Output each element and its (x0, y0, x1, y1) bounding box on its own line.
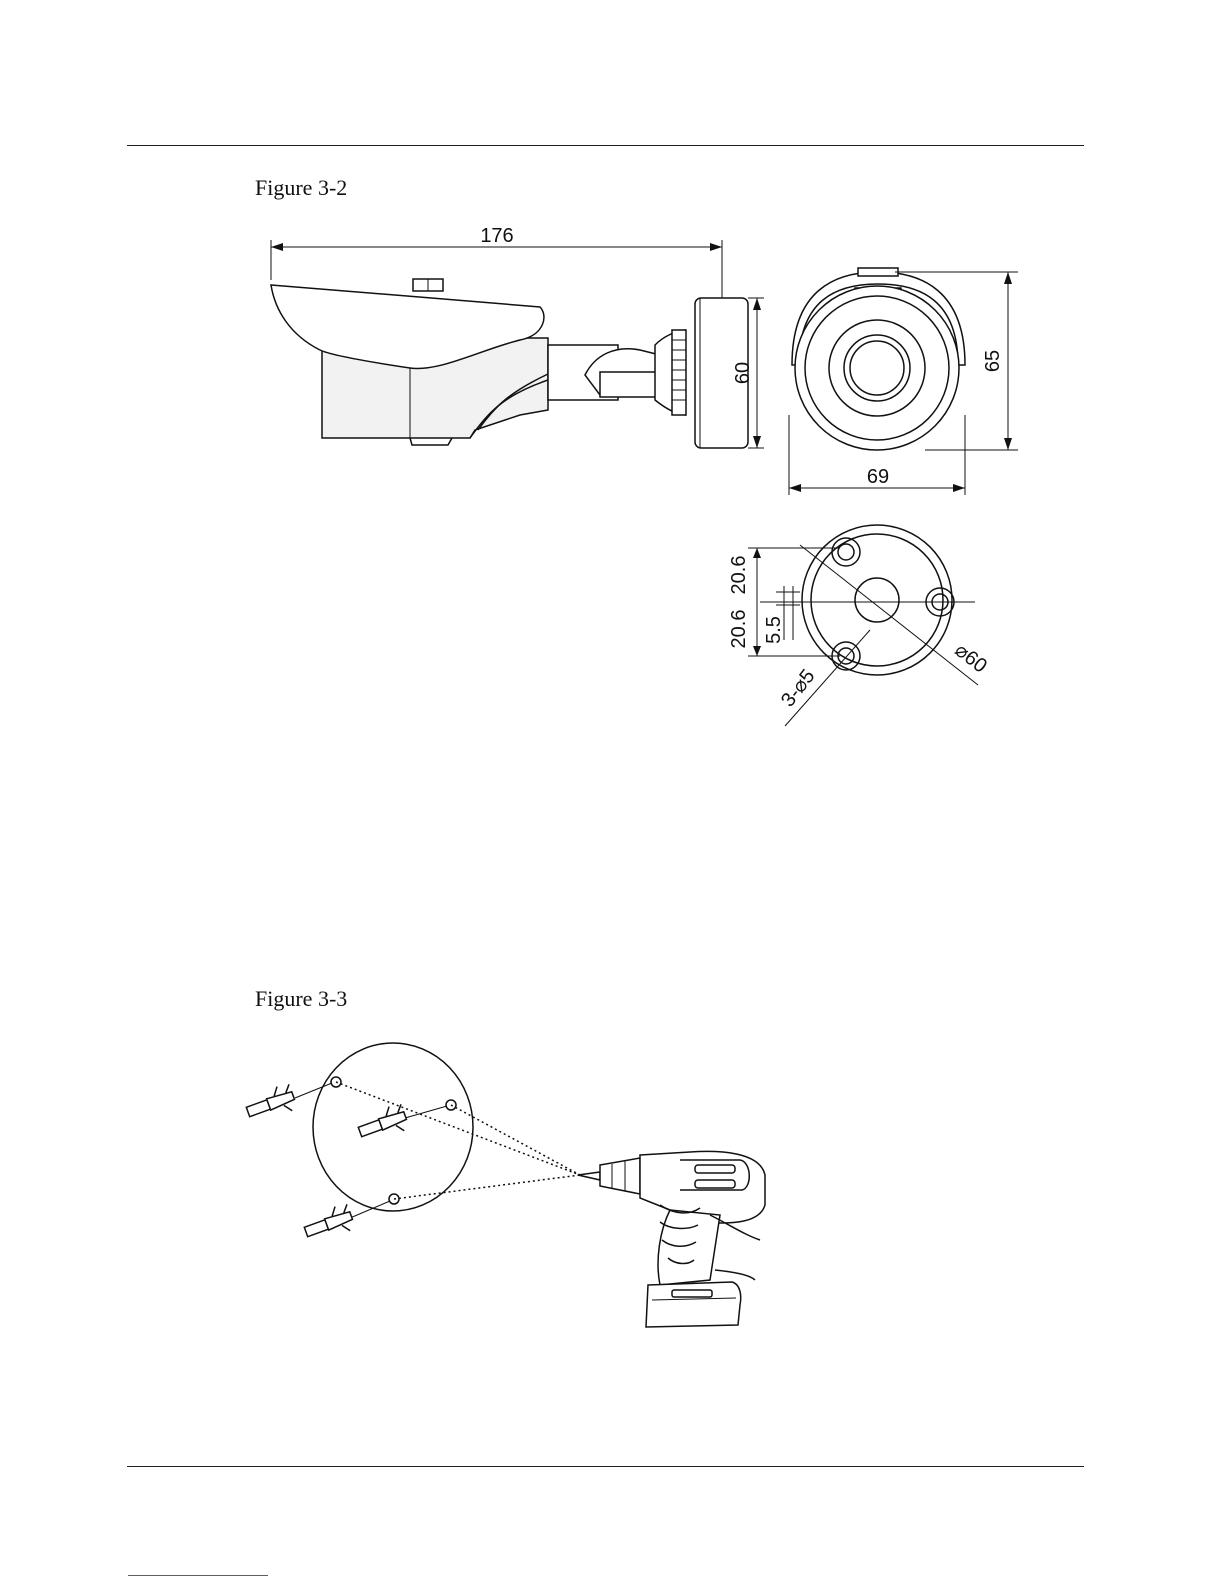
mounting-template-circle (313, 1043, 473, 1211)
wall-anchor-icon (243, 1082, 410, 1245)
footer-link-underline[interactable] (128, 1575, 268, 1576)
footer-rule (127, 1466, 1084, 1467)
drilling-illustration (0, 0, 1224, 1400)
drill-icon (578, 1151, 765, 1327)
